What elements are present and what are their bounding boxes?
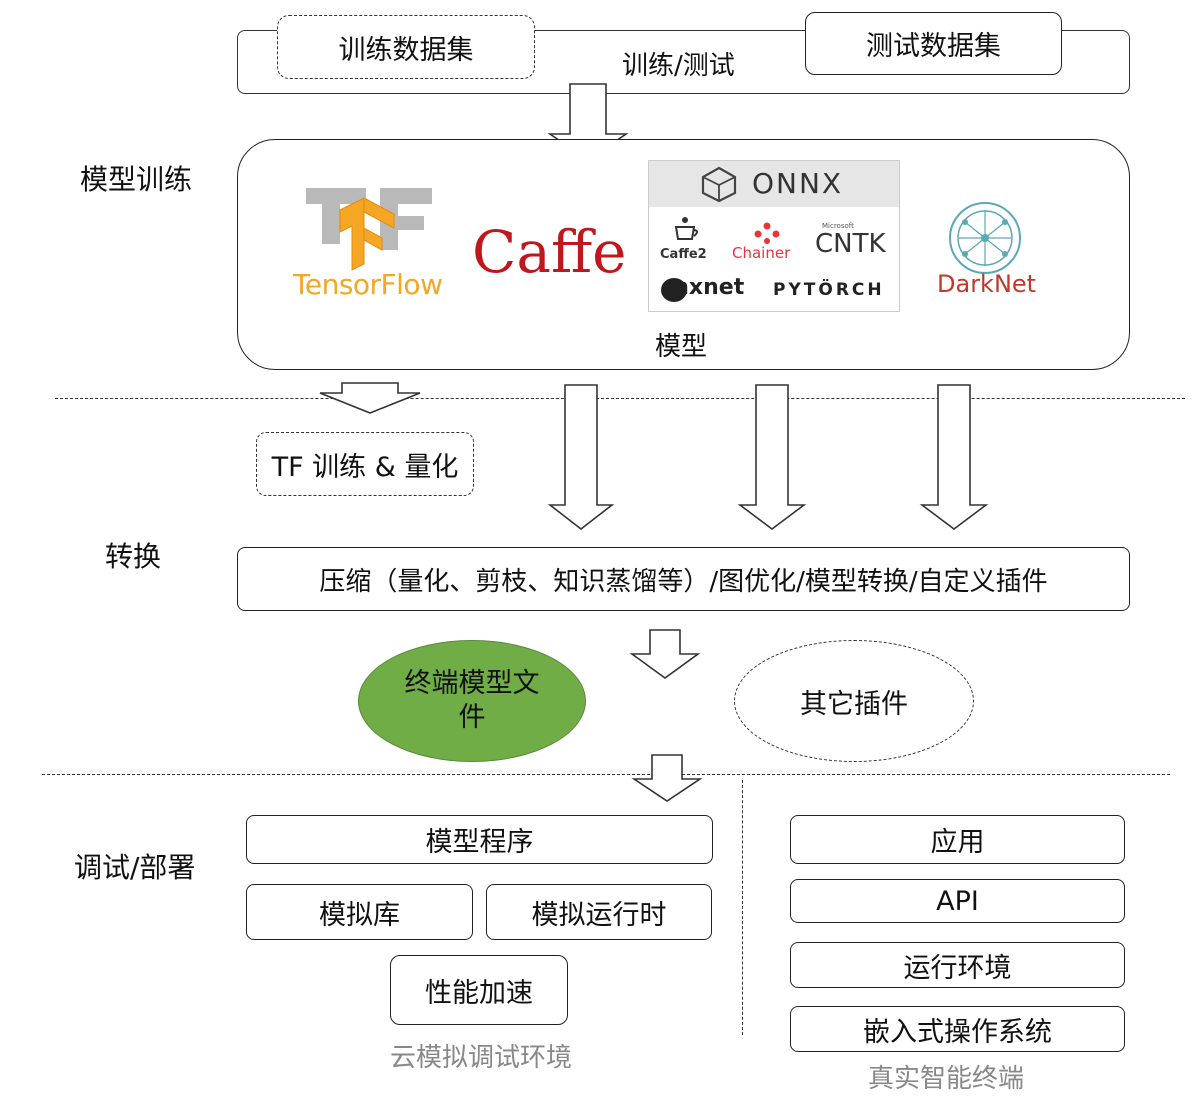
embedded-os-label: 嵌入式操作系统: [863, 1016, 1052, 1048]
app-box: 应用: [790, 815, 1125, 864]
train-set-box: 训练数据集: [277, 15, 535, 79]
darknet-label: DarkNet: [937, 270, 1037, 298]
sim-runtime-box: 模拟运行时: [486, 884, 712, 940]
perf-accel-label: 性能加速: [425, 977, 533, 1009]
arrow-down-5: [629, 629, 701, 679]
conversion-pipeline-label: 压缩（量化、剪枝、知识蒸馏等）/图优化/模型转换/自定义插件: [319, 566, 1048, 597]
sim-lib-box: 模拟库: [246, 884, 473, 940]
caffe2-icon: [674, 217, 698, 240]
train-test-label: 训练/测试: [622, 51, 735, 81]
arrow-down-2: [547, 384, 615, 531]
mxnet-icon: [661, 278, 687, 302]
terminal-model-label: 终端模型文件: [404, 668, 540, 733]
chainer-icon: [754, 222, 780, 244]
runtime-env-box: 运行环境: [790, 942, 1125, 988]
model-program-label: 模型程序: [425, 827, 534, 858]
model-label: 模型: [655, 332, 708, 362]
caffe2-label: Caffe2: [660, 247, 707, 262]
arrow-down-4: [919, 384, 989, 530]
other-plugins-label: 其它插件: [800, 688, 908, 720]
onnx-icon: [701, 166, 737, 203]
pytorch-label: PYTÖRCH: [773, 280, 885, 300]
deploy-divider: [742, 780, 743, 1035]
sim-lib-label: 模拟库: [319, 899, 400, 931]
onnx-label: ONNX: [752, 167, 844, 200]
test-set-label: 测试数据集: [866, 31, 1001, 62]
separator-2: [42, 774, 1170, 775]
sim-runtime-label: 模拟运行时: [531, 899, 667, 931]
tf-quant-box: TF 训练 & 量化: [256, 432, 474, 496]
perf-accel-box: 性能加速: [390, 955, 568, 1025]
mxnet-label: mxnet: [666, 275, 745, 300]
separator-1: [55, 398, 1185, 399]
cloud-env-caption: 云模拟调试环境: [390, 1043, 573, 1073]
stage-debug-deploy: 调试/部署: [74, 851, 196, 884]
stage-model-training: 模型训练: [80, 163, 193, 196]
embedded-os-box: 嵌入式操作系统: [790, 1006, 1125, 1052]
train-set-label: 训练数据集: [338, 34, 474, 66]
other-plugins: 其它插件: [734, 640, 974, 762]
onnx-header: [649, 161, 899, 207]
tf-quant-label: TF 训练 & 量化: [271, 451, 459, 483]
stage-conversion: 转换: [105, 540, 162, 573]
tensorflow-icon: [306, 188, 432, 271]
api-label: API: [936, 885, 979, 917]
darknet-icon: [949, 202, 1021, 274]
arrow-to-tf-quant: [319, 382, 421, 414]
cntk-vendor: Microsoft: [822, 222, 854, 230]
chainer-label: Chainer: [732, 244, 791, 262]
arrow-down-3: [737, 384, 807, 530]
arrow-down-6: [631, 754, 703, 802]
data-bar: [237, 30, 1130, 94]
cntk-label: CNTK: [815, 229, 886, 259]
caffe-logo: Caffe: [472, 218, 627, 286]
model-program-box: 模型程序: [246, 815, 713, 864]
app-label: 应用: [930, 827, 985, 858]
conversion-pipeline-box: 压缩（量化、剪枝、知识蒸馏等）/图优化/模型转换/自定义插件: [237, 547, 1130, 611]
terminal-model-file: 终端模型文件: [358, 640, 586, 762]
api-box: API: [790, 879, 1125, 923]
runtime-env-label: 运行环境: [903, 952, 1012, 984]
device-env-caption: 真实智能终端: [868, 1064, 1025, 1094]
test-set-box: 测试数据集: [805, 12, 1062, 75]
tensorflow-label: TensorFlow: [293, 268, 443, 301]
